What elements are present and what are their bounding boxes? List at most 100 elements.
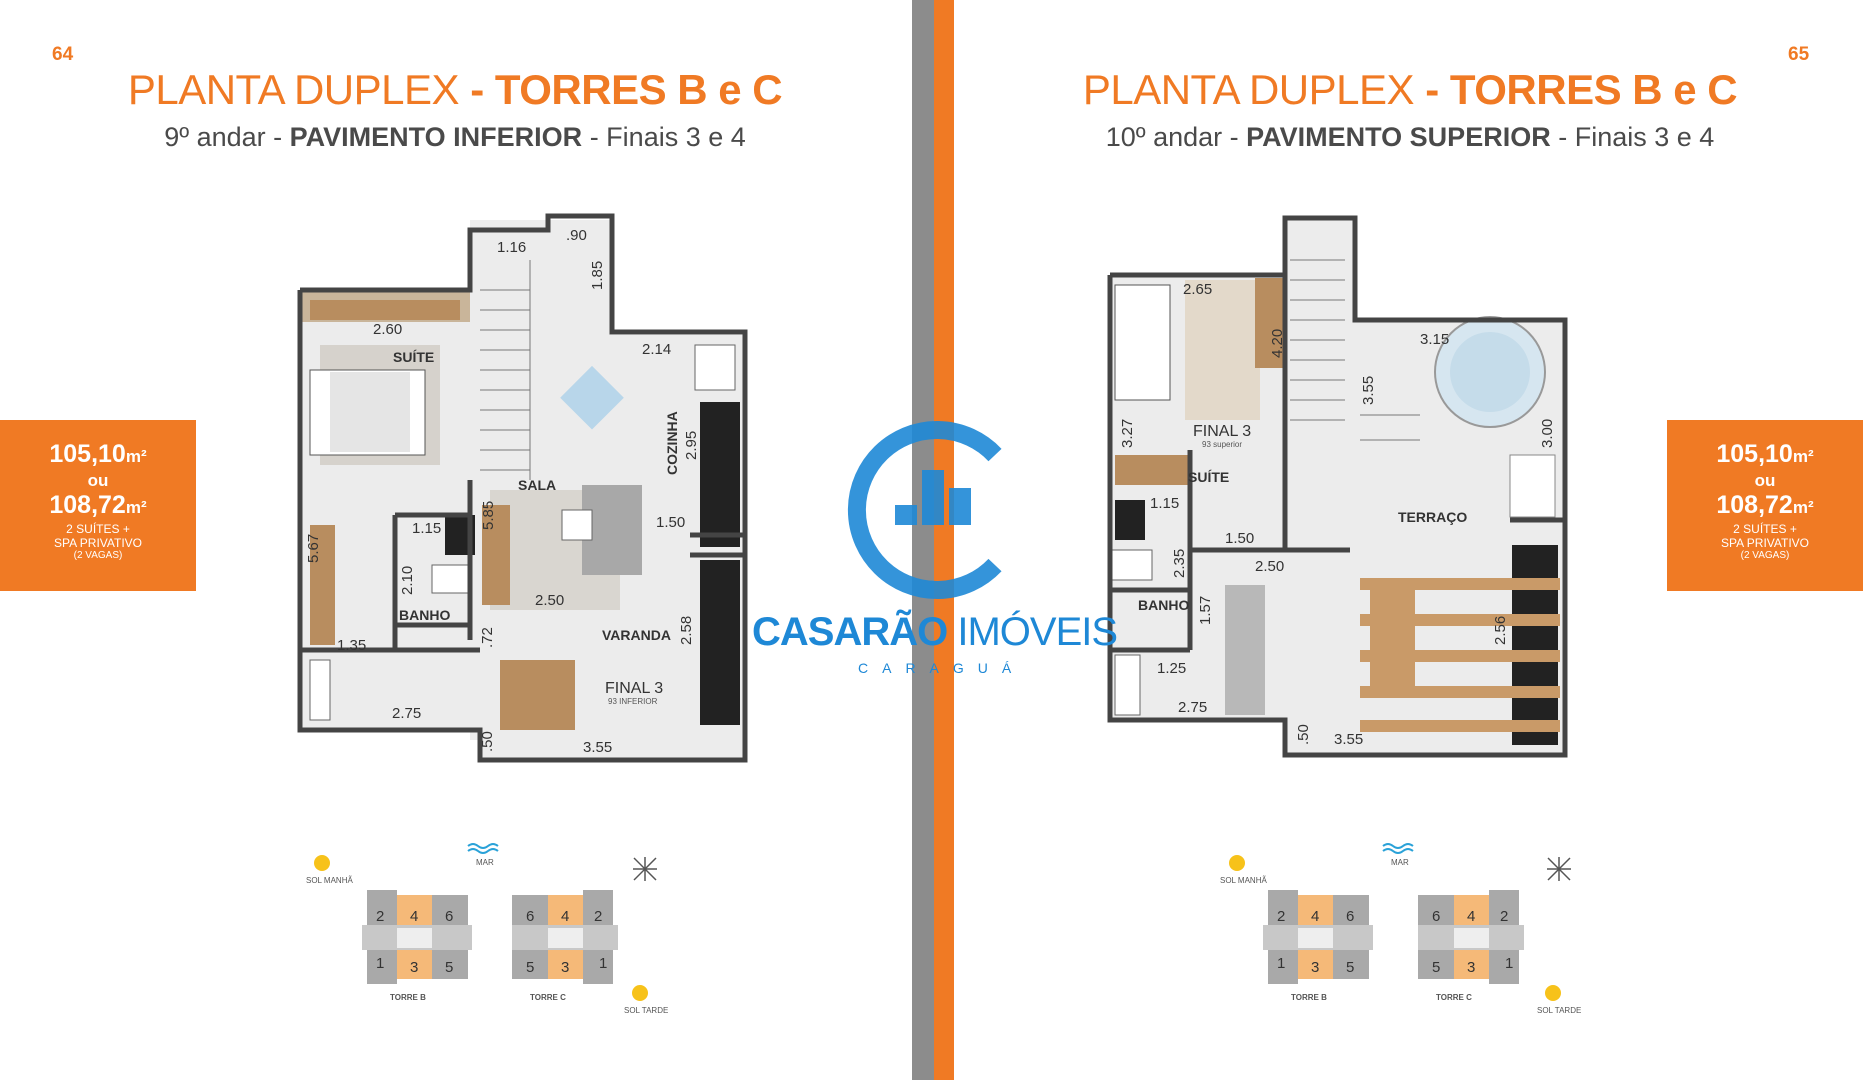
- left-dim-150: 1.50: [656, 514, 685, 531]
- left-legend: SOL MANHÃ MAR 2 4 6 1 3 5 TORRE B: [306, 843, 668, 1015]
- right-dim-315: 3.15: [1420, 331, 1449, 348]
- left-room-sala: SALA: [518, 477, 556, 493]
- sea-icon: [1382, 843, 1414, 854]
- right-tower-b: 2 4 6 1 3 5 TORRE B: [1263, 890, 1373, 1002]
- left-subtitle-a: 9º andar -: [164, 122, 290, 152]
- compass-icon: [1547, 857, 1571, 881]
- sea-icon: [467, 843, 499, 854]
- right-tower-b-unit: 4: [1311, 908, 1319, 925]
- right-dim-150: 1.50: [1225, 530, 1254, 547]
- right-area-box: 105,10m² ou 108,72m² 2 SUÍTES + SPA PRIV…: [1667, 420, 1863, 591]
- right-dim-125: 1.25: [1157, 660, 1186, 677]
- left-room-final: FINAL 3: [605, 680, 663, 697]
- right-tower-c-unit: 2: [1500, 908, 1508, 925]
- right-tower-b-unit: 3: [1311, 959, 1319, 976]
- right-tower-b-unit: 5: [1346, 959, 1354, 976]
- right-room-banho: BANHO: [1138, 597, 1189, 613]
- left-feature3: (2 VAGAS): [73, 550, 123, 561]
- right-tower-c-unit: 3: [1467, 959, 1475, 976]
- right-title: PLANTA DUPLEX - TORRES B e C: [960, 66, 1860, 114]
- left-dim-135: 1.35: [337, 637, 366, 654]
- right-page-number: 65: [1788, 44, 1810, 65]
- right-subtitle: 10º andar - PAVIMENTO SUPERIOR - Finais …: [960, 122, 1860, 153]
- left-area1: 105,10m²: [49, 440, 147, 468]
- right-dim-355: 3.55: [1334, 731, 1363, 748]
- left-dim-567: 5.67: [305, 534, 322, 563]
- right-tower-c: 6 4 2 5 3 1 TORRE C: [1418, 890, 1524, 1002]
- brand-city: CARAGUÁ: [858, 660, 1026, 676]
- compass-icon: [633, 857, 657, 881]
- sun-icon: [632, 985, 648, 1001]
- left-subtitle: 9º andar - PAVIMENTO INFERIOR - Finais 3…: [5, 122, 905, 153]
- left-dim-214: 2.14: [642, 341, 671, 358]
- left-dim-72: .72: [479, 627, 496, 648]
- sun-icon: [314, 855, 330, 871]
- left-area-box: 105,10m² ou 108,72m² 2 SUÍTES + SPA PRIV…: [0, 420, 196, 591]
- left-title-bold: - TORRES B e C: [470, 66, 783, 113]
- left-dim-275: 2.75: [392, 705, 421, 722]
- right-tower-b-unit: 6: [1346, 908, 1354, 925]
- right-tower-b-unit: 1: [1277, 955, 1285, 972]
- left-tower-c-unit: 1: [599, 955, 607, 972]
- right-dim-420: 4.20: [1269, 329, 1286, 358]
- left-dim-585: 5.85: [480, 501, 497, 530]
- left-sea-label: MAR: [476, 858, 494, 867]
- left-plan-floor: [300, 220, 745, 760]
- left-dim-50: .50: [479, 731, 496, 752]
- brand-name-bold: CASARÃO: [752, 610, 948, 654]
- right-tower-c-unit: 4: [1467, 908, 1475, 925]
- right-room-final: FINAL 3: [1193, 423, 1251, 440]
- left-plan-walls: [297, 213, 748, 763]
- left-tower-b-unit: 2: [376, 908, 384, 925]
- right-or: ou: [1754, 471, 1776, 490]
- left-or: ou: [87, 471, 109, 490]
- right-feature3: (2 VAGAS): [1740, 550, 1790, 561]
- right-tower-c-unit: 6: [1432, 908, 1440, 925]
- left-room-varanda: VARANDA: [602, 627, 671, 643]
- right-tower-b-unit: 2: [1277, 908, 1285, 925]
- left-page-number: 64: [52, 44, 74, 65]
- right-dim-157: 1.57: [1197, 596, 1214, 625]
- left-dim-260: 2.60: [373, 321, 402, 338]
- left-dim-355: 3.55: [583, 739, 612, 756]
- left-room-cozinha: COZINHA: [664, 411, 680, 475]
- right-sun-afternoon-label: SOL TARDE: [1537, 1006, 1581, 1015]
- left-room-banho: BANHO: [399, 607, 450, 623]
- right-tower-c-unit: 5: [1432, 959, 1440, 976]
- right-dim-265: 2.65: [1183, 281, 1212, 298]
- right-dim-256: 2.56: [1492, 616, 1509, 645]
- spine-orange-stripe: [934, 0, 954, 1080]
- brand-logo-text: CASARÃO IMÓVEIS: [752, 610, 1118, 655]
- right-plan-dimensions: 2.65 4.20 3.15 3.55 3.27 3.00 1.15 1.50 …: [1119, 281, 1556, 748]
- right-plan-walls: [1107, 215, 1568, 758]
- right-tower-c-unit: 1: [1505, 955, 1513, 972]
- left-room-suite: SUÍTE: [393, 349, 434, 365]
- right-dim-250: 2.50: [1255, 558, 1284, 575]
- right-area2: 108,72m²: [1716, 491, 1814, 519]
- right-subtitle-c: - Finais 3 e 4: [1550, 122, 1715, 152]
- left-tower-b-unit: 4: [410, 908, 418, 925]
- left-tower-b-unit: 1: [376, 955, 384, 972]
- left-dim-115: 1.15: [412, 520, 441, 537]
- left-tower-b-unit: 6: [445, 908, 453, 925]
- brand-name-light: IMÓVEIS: [947, 610, 1118, 654]
- left-tower-c-unit: 6: [526, 908, 534, 925]
- left-sun-afternoon-label: SOL TARDE: [624, 1006, 668, 1015]
- left-title-light: PLANTA DUPLEX: [127, 66, 471, 113]
- right-room-final-sub: 93 superior: [1202, 440, 1242, 449]
- left-plan-dimensions: 1.16 .90 1.85 2.60 2.14 2.95 1.15 5.85 5…: [305, 227, 700, 756]
- left-subtitle-c: - Finais 3 e 4: [582, 122, 746, 152]
- right-dim-275: 2.75: [1178, 699, 1207, 716]
- right-dim-355a: 3.55: [1360, 376, 1377, 405]
- left-dim-185: 1.85: [589, 261, 606, 290]
- right-tower-c-label: TORRE C: [1436, 993, 1472, 1002]
- right-title-light: PLANTA DUPLEX: [1082, 66, 1426, 113]
- left-dim-90: .90: [566, 227, 587, 244]
- left-dim-116: 1.16: [497, 239, 526, 256]
- left-room-final-sub: 93 INFERIOR: [608, 697, 658, 706]
- left-dim-250: 2.50: [535, 592, 564, 609]
- right-feature2: SPA PRIVATIVO: [1720, 536, 1810, 550]
- left-tower-b-unit: 3: [410, 959, 418, 976]
- right-plan-floor: [1110, 220, 1565, 755]
